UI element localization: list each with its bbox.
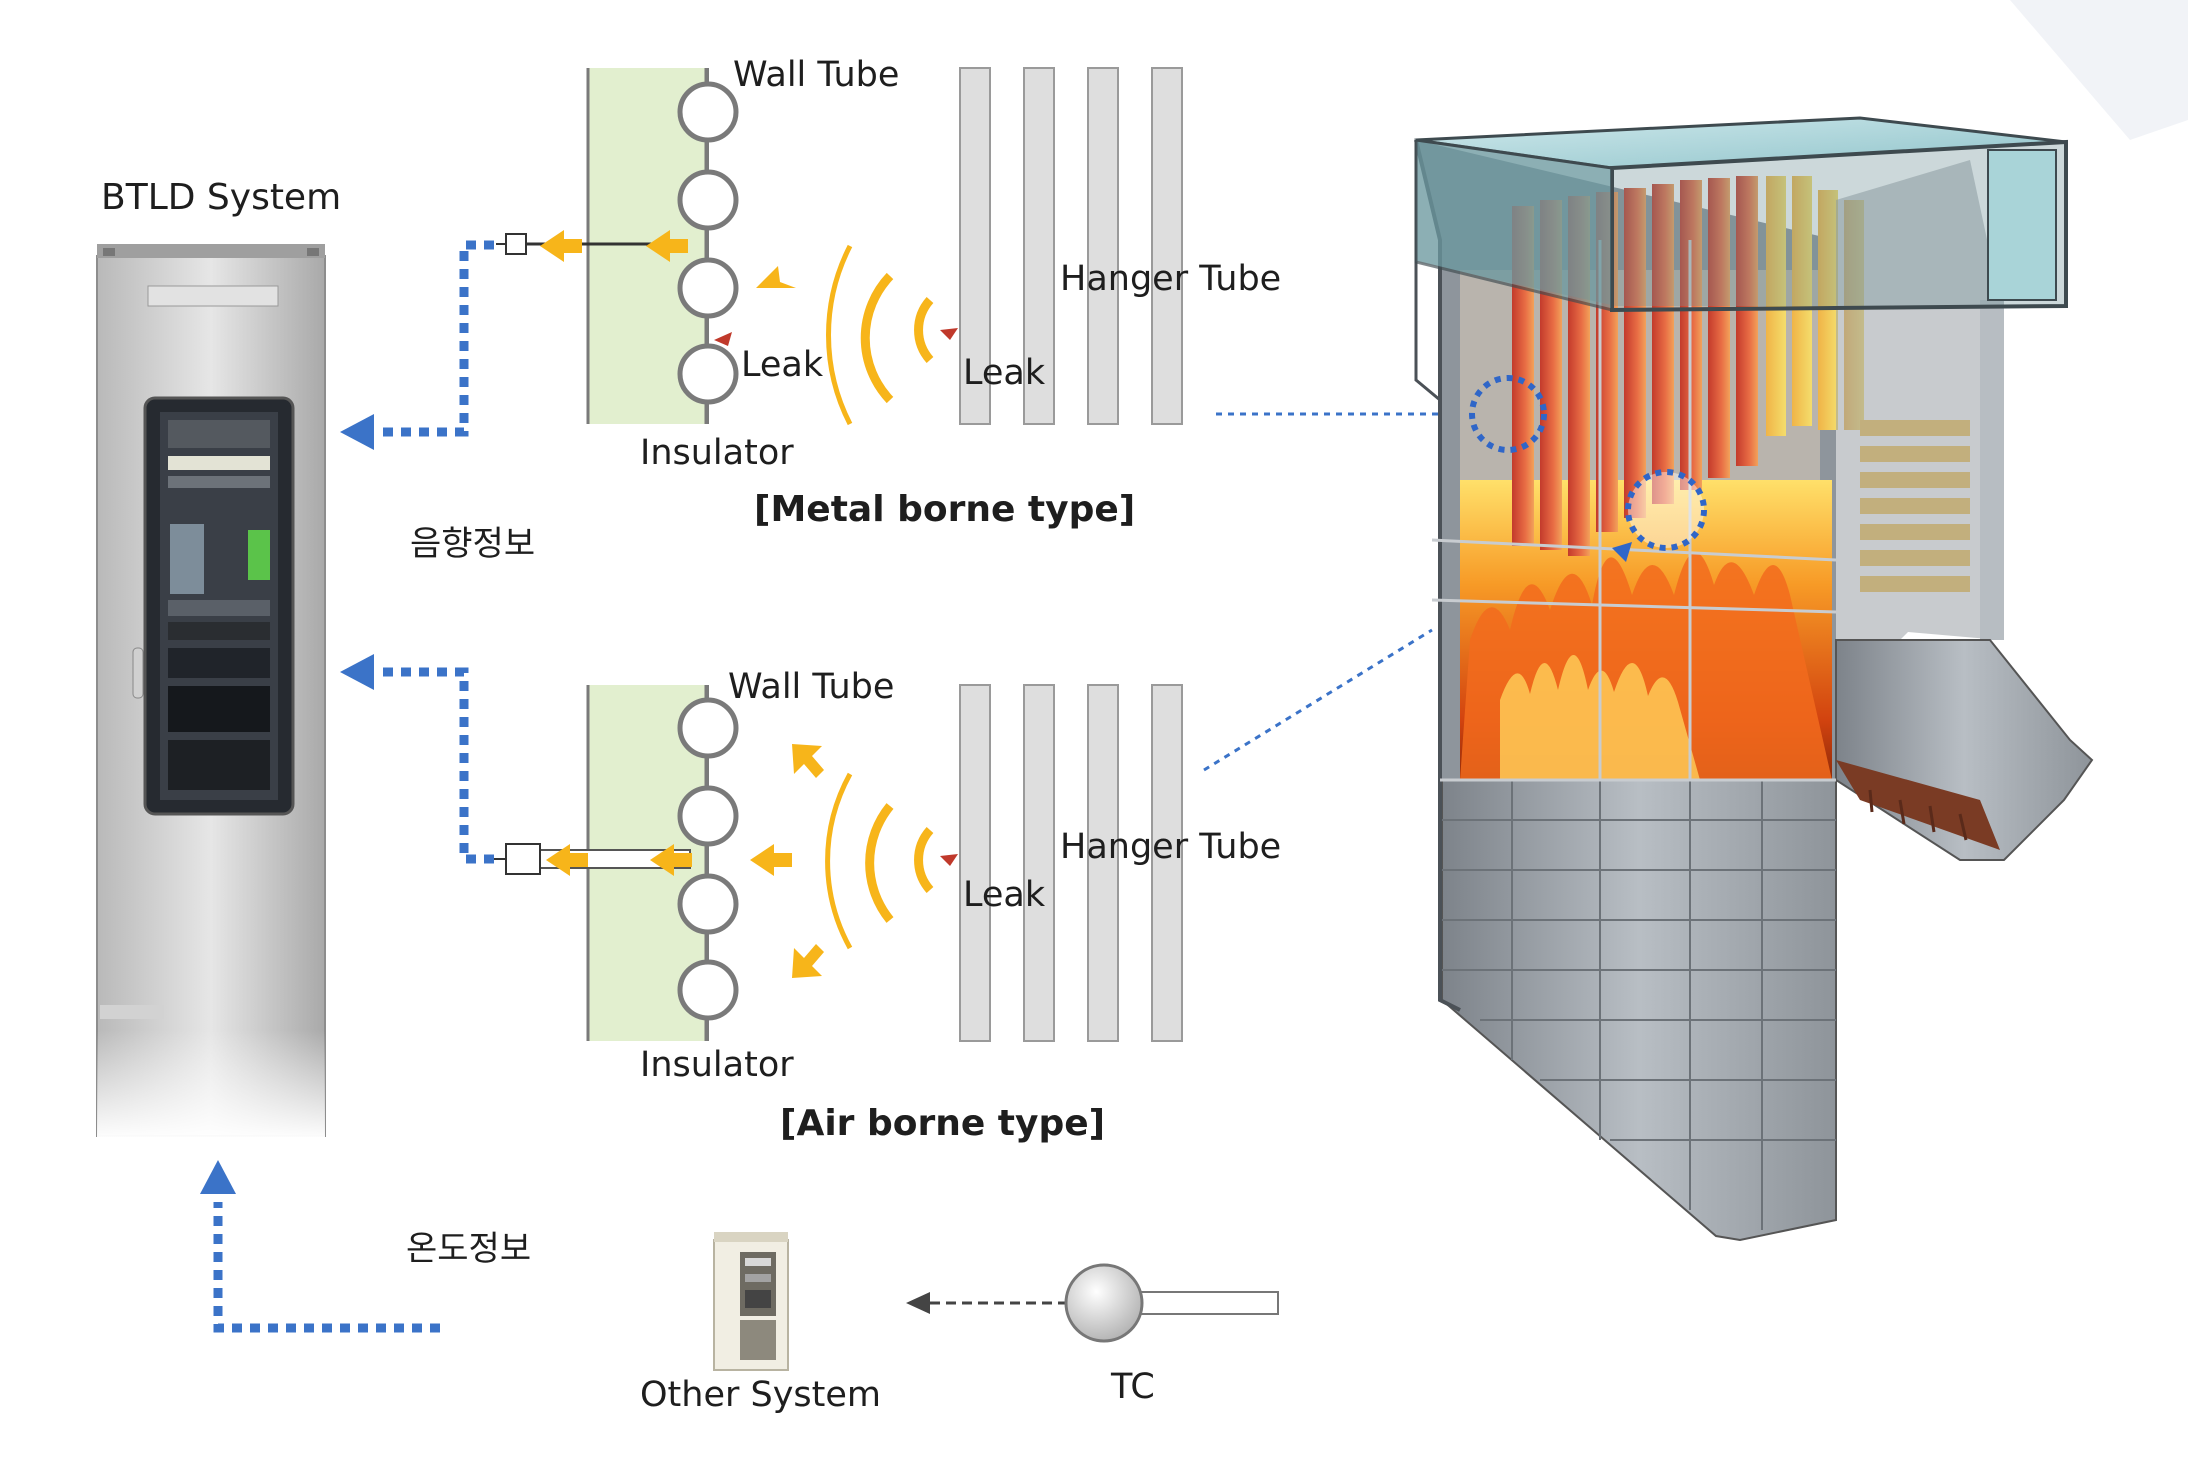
metal-hanger-tube-label: Hanger Tube	[1060, 259, 1282, 299]
leak-arrows-air	[546, 744, 824, 978]
sensor-air	[494, 843, 541, 875]
sensor-metal	[496, 233, 527, 255]
acoustic-arrow-metal	[340, 240, 494, 450]
metal-leak-wall-label: Leak	[741, 345, 824, 385]
air-borne-caption: [Air borne type]	[780, 1103, 1106, 1144]
leak-marker-hanger-air	[940, 854, 958, 866]
leak-marker-hanger	[940, 328, 958, 340]
btld-system-title: BTLD System	[101, 177, 342, 218]
air-hanger-tube-label: Hanger Tube	[1060, 827, 1282, 867]
hanger-tubes-air	[959, 684, 1183, 1042]
metal-leak-hanger-label: Leak	[963, 353, 1046, 393]
air-borne-diagram	[494, 684, 1183, 1042]
metal-wall-tube-label: Wall Tube	[733, 55, 900, 95]
detection-zone-1	[1469, 375, 1547, 453]
metal-borne-caption: [Metal borne type]	[754, 489, 1136, 530]
btld-cabinet	[96, 244, 326, 1140]
other-system-cabinet	[713, 1232, 789, 1371]
temperature-arrow	[200, 1160, 440, 1333]
metal-insulator-label: Insulator	[640, 433, 794, 473]
link-line-air	[1203, 628, 1433, 772]
corner-decoration	[2010, 0, 2188, 140]
wall-tube-circles	[677, 81, 739, 405]
air-insulator-label: Insulator	[640, 1045, 794, 1085]
hanger-tubes-metal	[959, 67, 1183, 425]
leak-arrows-metal	[540, 230, 796, 288]
boiler-illustration	[1414, 116, 2094, 1242]
air-wall-tube-label: Wall Tube	[728, 667, 895, 707]
sound-waves-metal	[826, 244, 934, 426]
acoustic-info-label: 음향정보	[410, 524, 536, 564]
metal-borne-diagram	[496, 67, 1183, 426]
wall-tube-circles-air	[677, 697, 739, 1021]
sound-waves-air	[825, 772, 934, 950]
tc-sensor	[1064, 1263, 1279, 1343]
detection-zone-2	[1625, 469, 1707, 551]
air-leak-hanger-label: Leak	[963, 875, 1046, 915]
other-system-label: Other System	[640, 1375, 882, 1415]
leak-marker-wall	[714, 332, 732, 346]
acoustic-arrow-air	[340, 654, 494, 864]
temperature-info-label: 온도정보	[406, 1229, 532, 1269]
tc-label: TC	[1111, 1367, 1155, 1407]
tc-arrow	[906, 1292, 1066, 1314]
